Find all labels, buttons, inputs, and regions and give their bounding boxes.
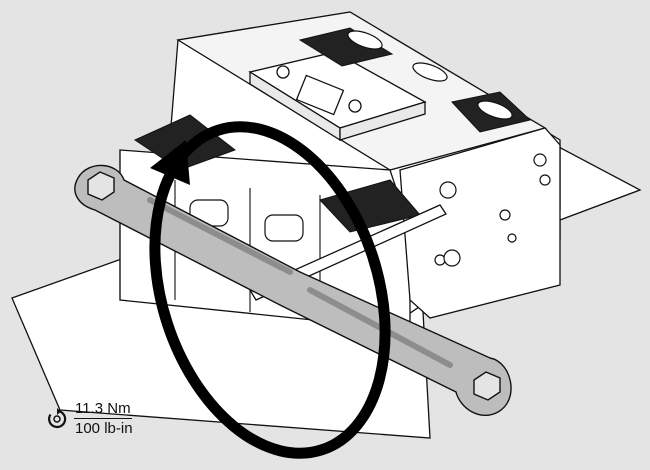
side-bracket-holes	[434, 153, 551, 267]
rotation-arrow	[149, 121, 391, 459]
wrench-hex-left	[87, 171, 115, 201]
torque-lb-in: 100 lb-in	[75, 420, 133, 437]
top-cover	[248, 51, 427, 142]
rotate-clockwise-icon	[48, 407, 67, 428]
wrench-hex-right	[473, 371, 501, 401]
torque-spec: 11.3 Nm 100 lb-in	[46, 400, 134, 437]
rotation-arrow-head	[150, 140, 190, 185]
torque-nm: 11.3 Nm	[74, 400, 132, 419]
torque-fraction: 11.3 Nm 100 lb-in	[74, 400, 134, 437]
